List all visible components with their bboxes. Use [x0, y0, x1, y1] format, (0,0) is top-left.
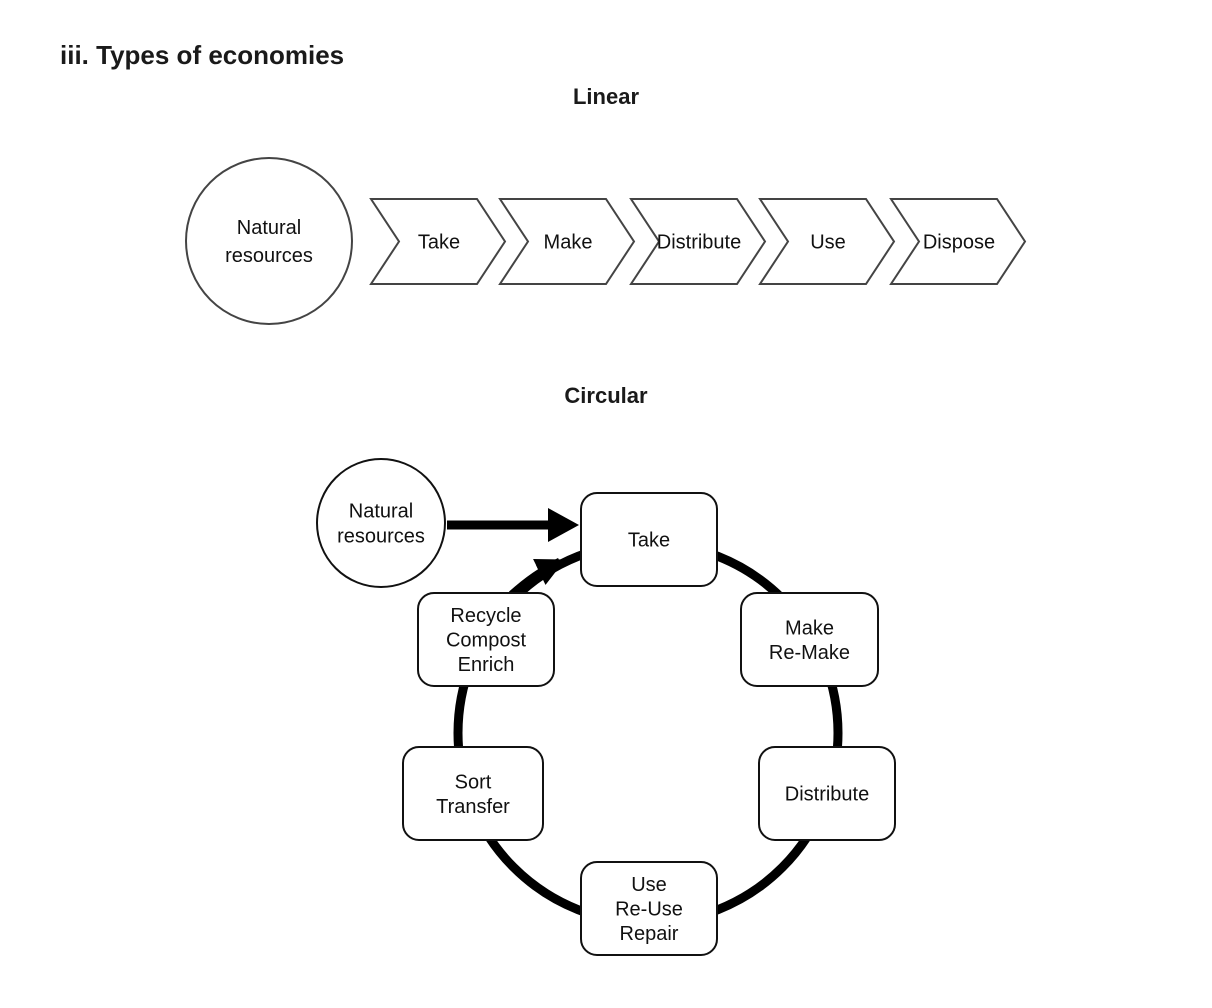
circular-node-use-label-line: Use: [631, 874, 667, 896]
circular-node-make-label-line: Re-Make: [769, 642, 850, 664]
circular-node-take-label: Take: [628, 530, 670, 552]
circular-node-distribute-box: [758, 746, 896, 841]
circular-node-take-label-line: Take: [628, 530, 670, 552]
circular-natural-resources-label: Natural resources: [337, 501, 425, 548]
linear-step-take-chevron: [369, 198, 507, 285]
linear-step-distribute-label: Distribute: [657, 232, 741, 254]
linear-step-use-label: Use: [810, 232, 846, 254]
circular-node-sort-label-line: Transfer: [436, 796, 510, 818]
circular-node-use-box: [580, 861, 718, 956]
circular-node-make-label-line: Make: [785, 617, 834, 639]
circular-node-take-box: [580, 492, 718, 587]
circular-natural-resources-circle: [316, 458, 446, 588]
circular-node-recycle-label-line: Recycle: [450, 605, 521, 627]
circular-node-use-label-line: Repair: [620, 923, 679, 945]
circular-node-recycle-label-line: Compost: [446, 630, 526, 652]
linear-step-dispose-label: Dispose: [923, 232, 995, 254]
circular-node-recycle-label-line: Enrich: [458, 654, 515, 676]
circular-natural-resources-label-line: Natural: [349, 501, 413, 523]
linear-step-make-label: Make: [544, 232, 593, 254]
circular-node-distribute-label: Distribute: [785, 784, 869, 806]
circular-node-sort-label-line: Sort: [455, 771, 492, 793]
circular-node-recycle-box: [417, 592, 555, 687]
linear-natural-resources-label-line: resources: [225, 245, 313, 267]
circular-return-arrow: [508, 557, 566, 599]
linear-diagram: Natural resources Take Make Distribute Use Dis…: [185, 157, 1027, 325]
linear-diagram-title: Linear: [572, 84, 640, 109]
linear-step-make-chevron: [498, 198, 636, 285]
linear-step-take-label: Take: [418, 232, 460, 254]
page-title: iii. Types of economies: [60, 40, 345, 70]
circular-node-sort-box: [402, 746, 544, 841]
circular-natural-resources-label-line: resources: [337, 526, 425, 548]
linear-step-dispose-chevron: [889, 198, 1027, 285]
circular-node-use-label-line: Re-Use: [615, 899, 683, 921]
circular-diagram-title: Circular: [564, 383, 648, 408]
linear-natural-resources-label-line: Natural: [237, 217, 301, 239]
linear-natural-resources-label: Natural resources: [225, 217, 313, 267]
circular-input-arrowhead: [548, 508, 579, 542]
linear-natural-resources-circle: [185, 157, 353, 325]
circular-node-distribute-label-line: Distribute: [785, 784, 869, 806]
linear-step-distribute-chevron: [629, 198, 767, 285]
linear-step-use-chevron: [758, 198, 896, 285]
circular-node-make-box: [740, 592, 879, 687]
